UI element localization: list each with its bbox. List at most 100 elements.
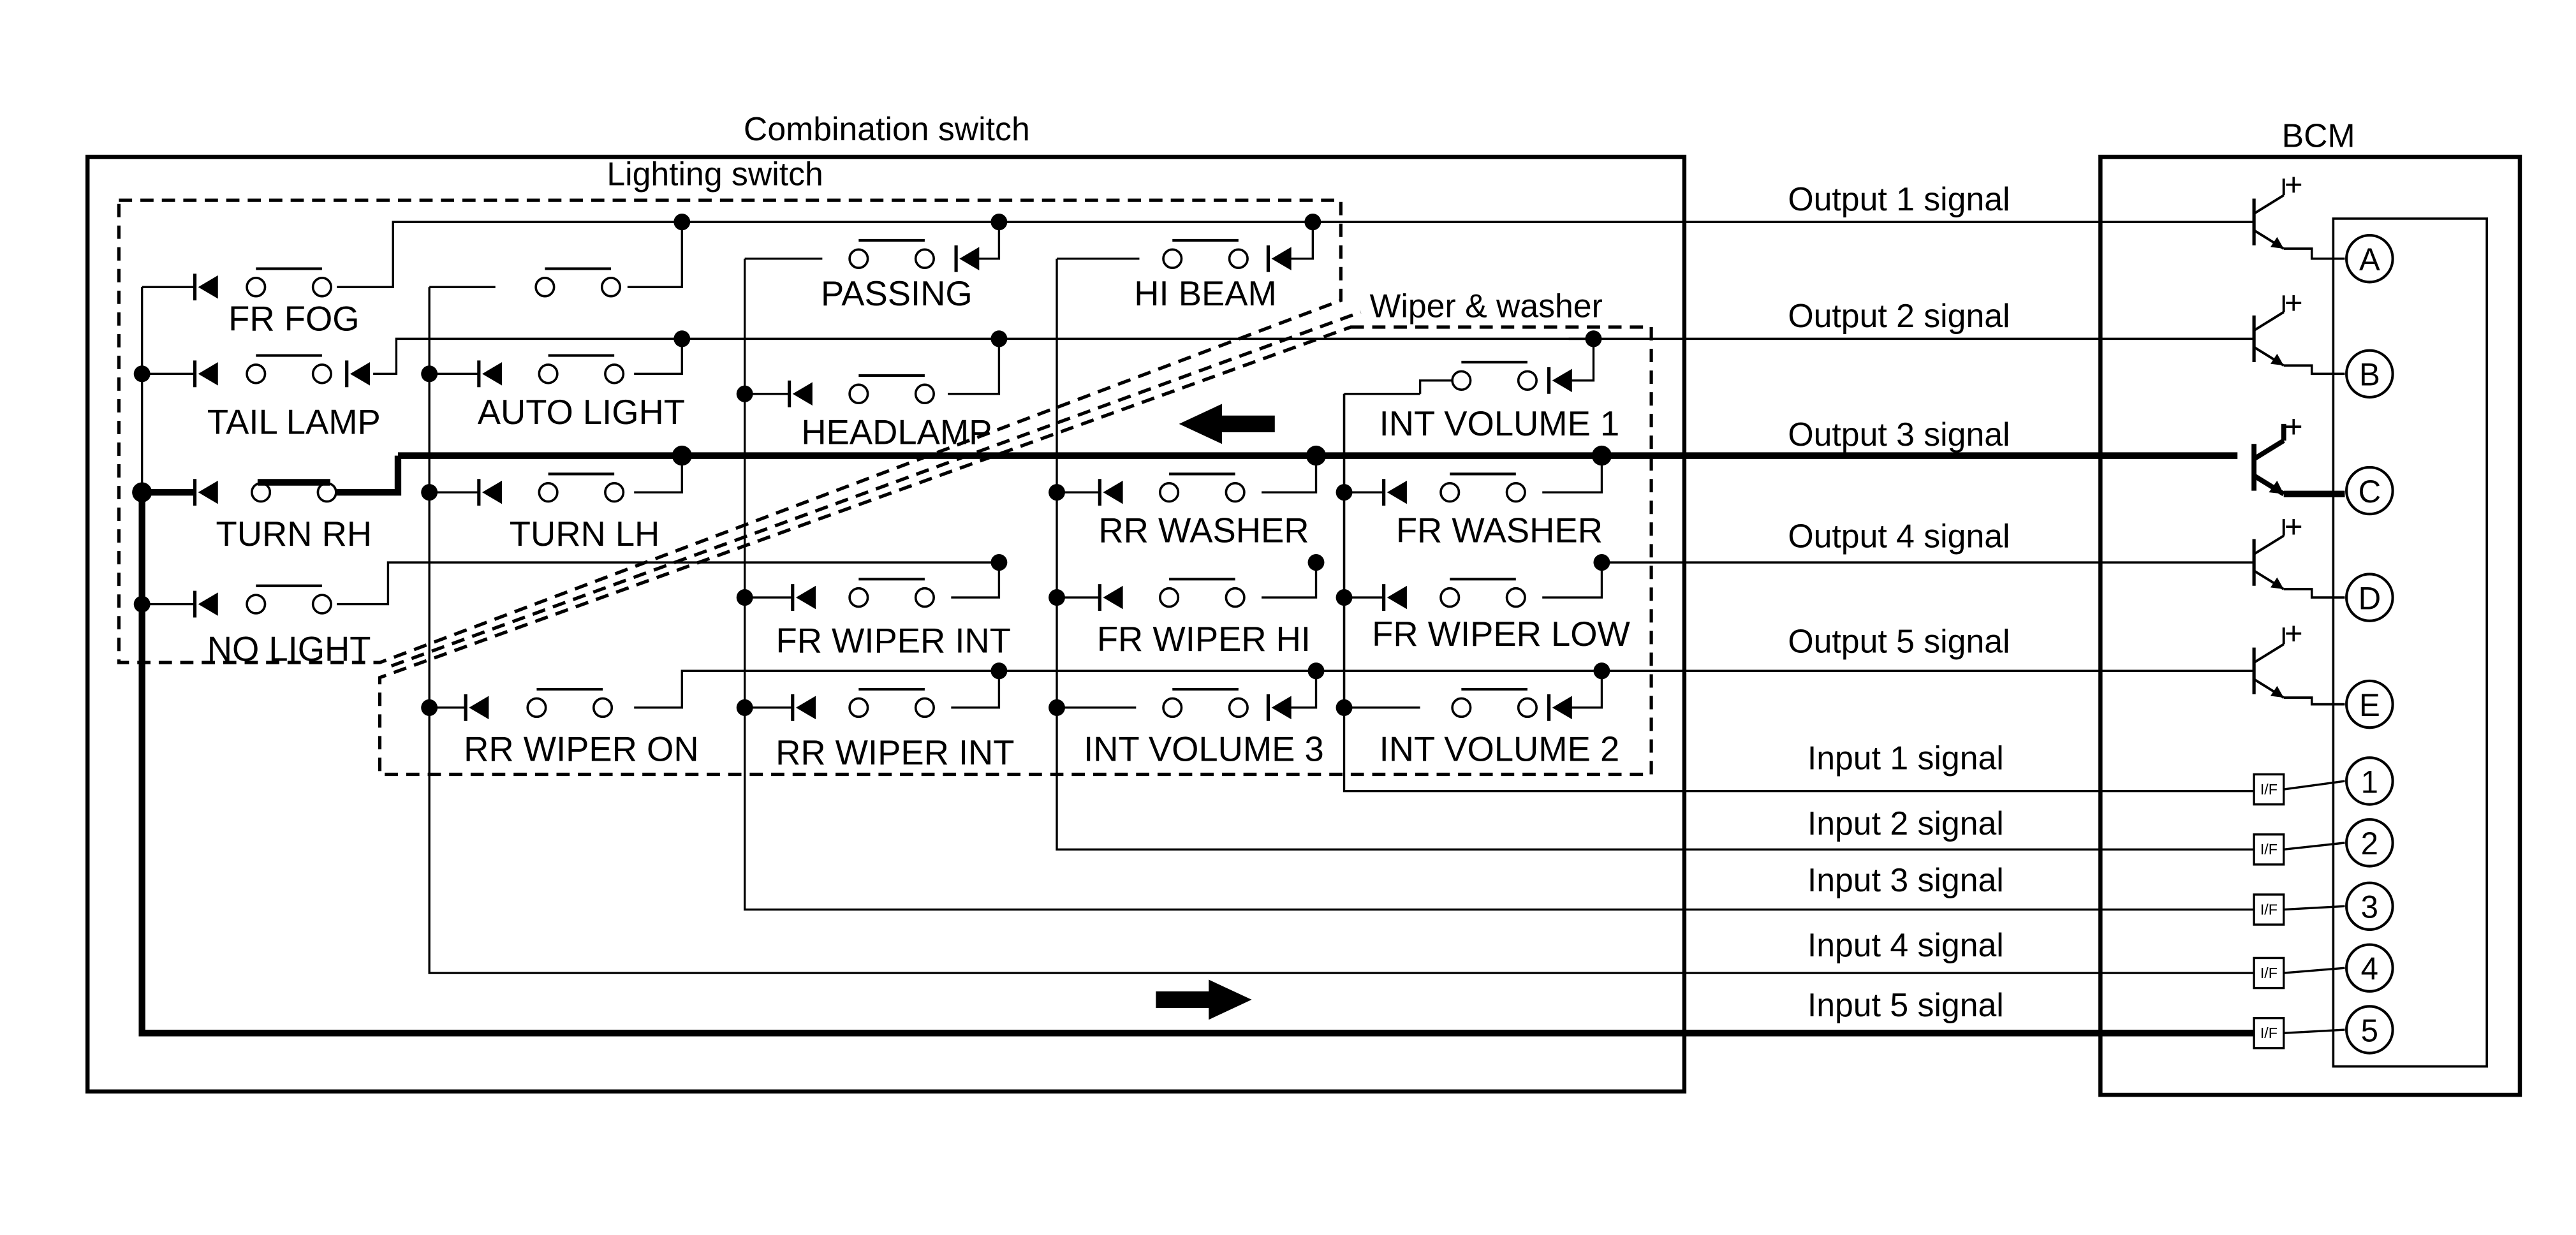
terminal-2: 2 bbox=[2345, 818, 2394, 868]
bcm-transistor-a: + bbox=[2254, 167, 2345, 260]
tail-lamp-switch bbox=[195, 356, 370, 388]
label-output-1-signal: Output 1 signal bbox=[1788, 181, 2010, 218]
label-headlamp: HEADLAMP bbox=[801, 413, 992, 451]
svg-text:I/F: I/F bbox=[2260, 781, 2278, 798]
label-output-3-signal: Output 3 signal bbox=[1788, 416, 2010, 453]
label-fr-fog: FR FOG bbox=[228, 299, 359, 338]
fr-wiper-low-switch bbox=[1384, 579, 1525, 611]
int-volume-3-switch bbox=[1163, 689, 1292, 721]
svg-text:I/F: I/F bbox=[2260, 841, 2278, 858]
flow-arrow-right-icon bbox=[1156, 979, 1252, 1020]
bcm-box bbox=[2098, 154, 2522, 1097]
combination-switch-box bbox=[85, 154, 1687, 1094]
terminal-a: A bbox=[2345, 233, 2394, 284]
terminal-3: 3 bbox=[2345, 881, 2394, 932]
svg-text:+: + bbox=[2285, 616, 2303, 651]
headlamp-switch bbox=[790, 376, 934, 407]
svg-text:2: 2 bbox=[2361, 826, 2378, 861]
label-fr-washer: FR WASHER bbox=[1396, 511, 1603, 550]
bcm-interface-5: I/F bbox=[2253, 1017, 2345, 1049]
label-int-volume-2: INT VOLUME 2 bbox=[1380, 729, 1620, 768]
switch-wiring bbox=[140, 221, 1603, 709]
svg-text:+: + bbox=[2285, 509, 2303, 544]
label-turn-lh: TURN LH bbox=[510, 515, 660, 553]
svg-text:+: + bbox=[2285, 409, 2303, 444]
label-input-5-signal: Input 5 signal bbox=[1807, 987, 2004, 1024]
svg-text:I/F: I/F bbox=[2260, 965, 2278, 981]
turn-rh-wire bbox=[142, 455, 402, 496]
wiper-washer-boundary bbox=[378, 325, 1653, 777]
lighting-switch-boundary bbox=[117, 198, 1343, 664]
terminal-4: 4 bbox=[2345, 943, 2394, 993]
terminal-1: 1 bbox=[2345, 756, 2394, 806]
svg-text:A: A bbox=[2359, 242, 2380, 277]
svg-text:B: B bbox=[2359, 357, 2380, 392]
svg-text:I/F: I/F bbox=[2260, 1025, 2278, 1041]
bcm-transistor-c: + bbox=[2254, 409, 2345, 498]
svg-text:5: 5 bbox=[2361, 1013, 2378, 1048]
fr-fog-switch bbox=[195, 268, 332, 300]
label-passing: PASSING bbox=[821, 274, 973, 313]
label-tail-lamp: TAIL LAMP bbox=[207, 402, 381, 441]
label-input-1-signal: Input 1 signal bbox=[1807, 740, 2004, 777]
svg-text:4: 4 bbox=[2361, 951, 2378, 986]
fr-wiper-hi-switch bbox=[1100, 579, 1244, 611]
passing-switch bbox=[850, 240, 979, 272]
junction-dots bbox=[132, 214, 1612, 716]
terminal-c: C bbox=[2345, 465, 2394, 516]
svg-text:+: + bbox=[2285, 167, 2303, 202]
no-light-switch bbox=[195, 586, 332, 618]
flow-arrow-left-icon bbox=[1179, 404, 1275, 444]
bcm-interface-3: I/F bbox=[2253, 893, 2345, 926]
svg-text:C: C bbox=[2359, 474, 2381, 509]
terminal-d: D bbox=[2345, 573, 2394, 622]
bcm-interface-4: I/F bbox=[2253, 956, 2345, 990]
wiper-washer-title: Wiper & washer bbox=[1370, 288, 1603, 325]
label-fr-wiper-int: FR WIPER INT bbox=[776, 621, 1011, 660]
svg-text:1: 1 bbox=[2361, 764, 2378, 800]
rr-wiper-int-switch bbox=[793, 689, 934, 721]
bcm-title: BCM bbox=[2282, 117, 2355, 154]
label-rr-wiper-int: RR WIPER INT bbox=[776, 733, 1014, 772]
terminal-e: E bbox=[2345, 679, 2394, 729]
combination-switch-title: Combination switch bbox=[744, 111, 1030, 148]
int-volume-2-switch bbox=[1452, 689, 1572, 721]
boundary-double-dash bbox=[390, 311, 1362, 668]
label-input-3-signal: Input 3 signal bbox=[1807, 862, 2004, 899]
label-input-2-signal: Input 2 signal bbox=[1807, 805, 2004, 842]
unlabeled-switch bbox=[536, 268, 620, 296]
bcm-connector-block bbox=[2332, 217, 2489, 1068]
label-output-5-signal: Output 5 signal bbox=[1788, 623, 2010, 660]
terminal-5: 5 bbox=[2345, 1005, 2394, 1055]
label-hi-beam: HI BEAM bbox=[1134, 274, 1277, 313]
label-auto-light: AUTO LIGHT bbox=[478, 393, 685, 432]
label-output-2-signal: Output 2 signal bbox=[1788, 298, 2010, 335]
label-rr-wiper-on: RR WIPER ON bbox=[464, 729, 698, 768]
bcm-transistor-d: + bbox=[2254, 509, 2345, 599]
lighting-switch-title: Lighting switch bbox=[607, 156, 823, 193]
label-int-volume-1: INT VOLUME 1 bbox=[1380, 404, 1620, 443]
svg-text:I/F: I/F bbox=[2260, 901, 2278, 917]
label-fr-wiper-low: FR WIPER LOW bbox=[1372, 615, 1630, 654]
auto-light-switch bbox=[479, 356, 624, 388]
hi-beam-switch bbox=[1163, 240, 1292, 272]
input-5-line bbox=[138, 492, 2255, 1037]
label-output-4-signal: Output 4 signal bbox=[1788, 518, 2010, 555]
svg-text:E: E bbox=[2359, 688, 2380, 723]
label-no-light: NO LIGHT bbox=[207, 629, 371, 668]
rr-washer-switch bbox=[1100, 474, 1244, 506]
turn-rh-switch bbox=[195, 479, 336, 506]
fr-wiper-int-switch bbox=[793, 579, 934, 611]
int-volume-1-switch bbox=[1452, 362, 1572, 394]
rr-wiper-on-switch bbox=[466, 689, 612, 721]
svg-text:D: D bbox=[2359, 581, 2381, 616]
svg-text:+: + bbox=[2285, 286, 2303, 321]
terminal-b: B bbox=[2345, 349, 2394, 399]
turn-lh-switch bbox=[479, 474, 624, 506]
label-rr-washer: RR WASHER bbox=[1098, 511, 1309, 550]
bcm-transistor-e: + bbox=[2254, 616, 2345, 706]
label-input-4-signal: Input 4 signal bbox=[1807, 927, 2004, 964]
bcm-interface-2: I/F bbox=[2253, 833, 2345, 866]
label-fr-wiper-hi: FR WIPER HI bbox=[1097, 620, 1311, 659]
